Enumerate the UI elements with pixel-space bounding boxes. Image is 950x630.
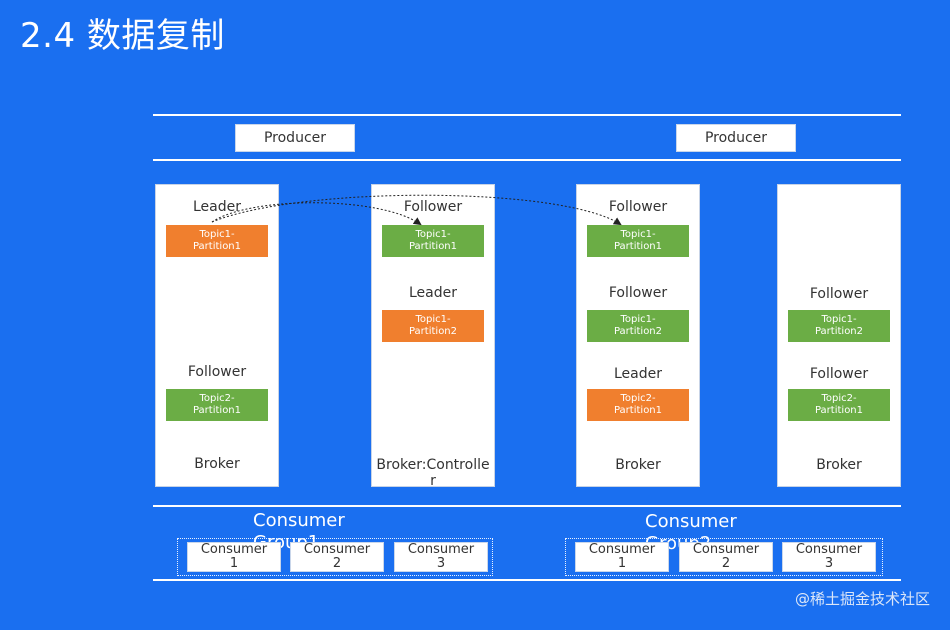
partition-block: Topic1-Partition2 xyxy=(382,310,484,342)
broker-box: Follower Topic1-Partition1 Leader Topic1… xyxy=(371,184,495,489)
producer-box: Producer xyxy=(235,124,355,152)
partition-block: Topic1-Partition1 xyxy=(382,225,484,257)
broker-label: Broker:Controller xyxy=(376,457,490,489)
broker-role-label: Leader xyxy=(408,285,457,301)
broker-role-label: Follower xyxy=(403,199,463,215)
broker-role-label: Follower xyxy=(809,366,869,382)
divider-top xyxy=(153,114,901,116)
broker-role-label: Follower xyxy=(608,199,668,215)
partition-block: Topic2-Partition1 xyxy=(587,389,689,421)
consumer-box: Consumer1 xyxy=(187,542,281,572)
partition-block: Topic2-Partition1 xyxy=(166,389,268,421)
broker-role-label: Follower xyxy=(187,364,247,380)
consumer-box: Consumer3 xyxy=(394,542,488,572)
consumer-box: Consumer3 xyxy=(782,542,876,572)
broker-role-label: Follower xyxy=(608,285,668,301)
watermark-text: @稀土掘金技术社区 xyxy=(794,590,930,608)
divider-above-consumers xyxy=(153,505,901,507)
partition-block: Topic1-Partition2 xyxy=(788,310,890,342)
broker-box: Follower Topic1-Partition2 Follower Topi… xyxy=(777,184,901,487)
replication-arrow xyxy=(211,202,422,226)
replication-arrow xyxy=(211,194,622,226)
consumer-box: Consumer2 xyxy=(679,542,773,572)
partition-block: Topic1-Partition1 xyxy=(587,225,689,257)
consumer-group-box xyxy=(177,538,493,576)
broker-box: Follower Topic1-Partition1 Follower Topi… xyxy=(576,184,700,487)
consumer-box: Consumer2 xyxy=(290,542,384,572)
partition-block: Topic1-Partition1 xyxy=(166,225,268,257)
broker-box: Leader Topic1-Partition1 Follower Topic2… xyxy=(155,184,279,487)
partition-block: Topic1-Partition2 xyxy=(587,310,689,342)
broker-role-label: Leader xyxy=(613,366,662,382)
partition-block: Topic2-Partition1 xyxy=(788,389,890,421)
slide-title: 2.4 数据复制 xyxy=(20,16,225,56)
consumer-group-box xyxy=(565,538,883,576)
consumer-box: Consumer1 xyxy=(575,542,669,572)
broker-label: Broker xyxy=(615,457,661,473)
broker-label: Broker xyxy=(194,456,240,472)
producer-box: Producer xyxy=(676,124,796,152)
divider-below-producers xyxy=(153,159,901,161)
broker-label: Broker xyxy=(816,457,862,473)
broker-role-label: Leader xyxy=(192,199,241,215)
divider-bottom xyxy=(153,579,901,581)
broker-role-label: Follower xyxy=(809,286,869,302)
